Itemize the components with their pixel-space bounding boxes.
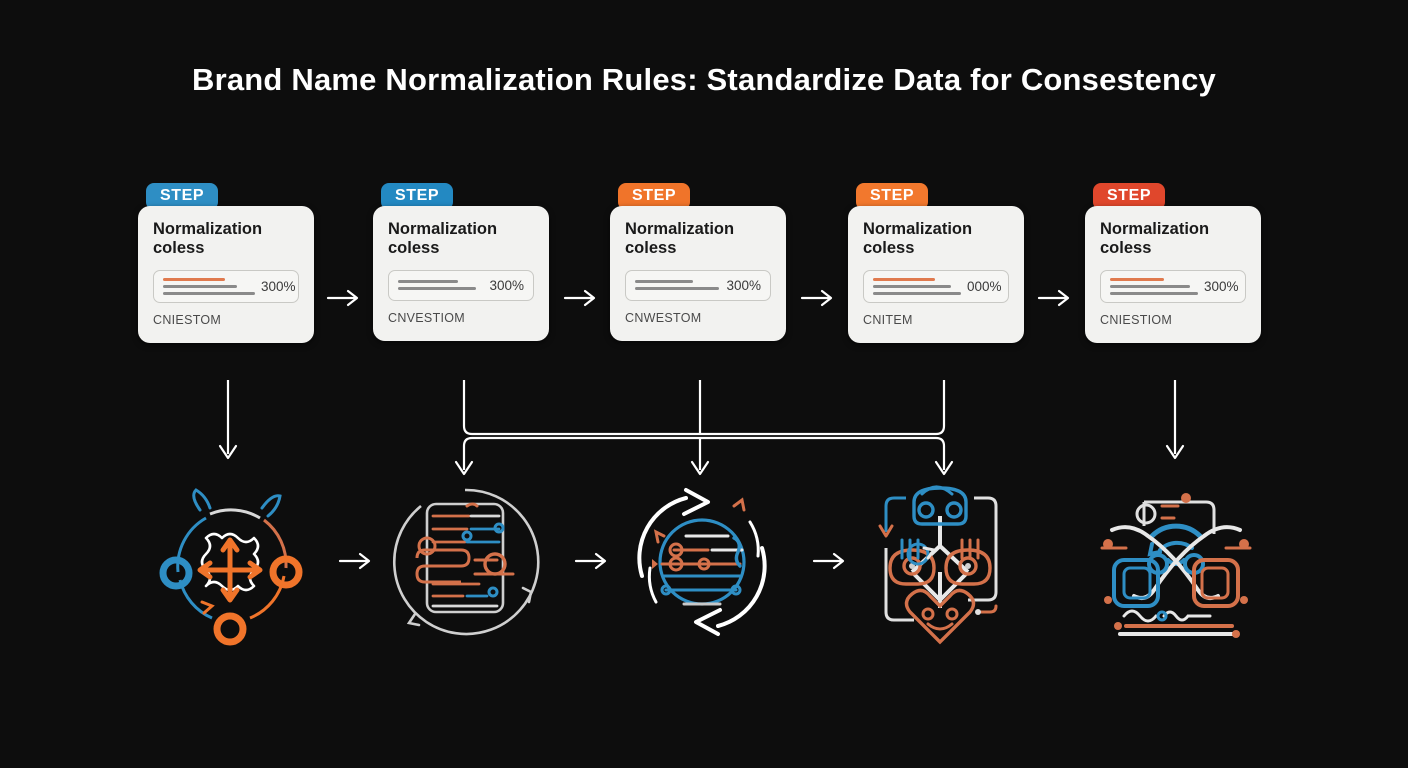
step-badge: STEP <box>381 183 454 210</box>
step-card-footer: CNIESTOM <box>153 312 222 327</box>
step-card-body[interactable]: Normalization coless 300% CNVESTIOM <box>373 206 549 341</box>
step-card-footer: CNITEM <box>863 312 913 327</box>
step-card-2[interactable]: STEP Normalization coless 300% CNVESTIOM <box>373 183 549 341</box>
step-meter-bar <box>873 277 935 281</box>
card-arrow-3-4 <box>800 287 838 309</box>
card-arrow-4-5 <box>1037 287 1075 309</box>
step-meter: 300% <box>153 269 299 303</box>
step-meter-bar <box>635 287 719 291</box>
step-card-body[interactable]: Normalization coless 300% CNIESTOM <box>138 206 314 343</box>
step-badge: STEP <box>618 183 691 210</box>
step-meter-bar <box>873 291 961 295</box>
step-meter-bars <box>163 277 255 295</box>
step-badge: STEP <box>856 183 929 210</box>
node-network-icon <box>850 472 1030 652</box>
step-meter-value: 300% <box>1204 278 1239 294</box>
step-meter-bar <box>1110 277 1164 281</box>
step-meter-bar <box>163 291 255 295</box>
step-card-body[interactable]: Normalization coless 000% CNITEM <box>848 206 1024 343</box>
step-meter-bar <box>873 284 951 288</box>
step-card-row: STEP Normalization coless 300% CNIESTOM … <box>0 183 1408 383</box>
step-card-1[interactable]: STEP Normalization coless 300% CNIESTOM <box>138 183 314 343</box>
step-card-title: Normalization coless <box>388 220 498 257</box>
step-card-3[interactable]: STEP Normalization coless 300% CNWESTOM <box>610 183 786 341</box>
step-meter-bars <box>1110 277 1198 295</box>
step-card-title: Normalization coless <box>625 220 735 257</box>
step-meter: 300% <box>388 269 534 301</box>
data-list-cycle-icon <box>375 472 555 652</box>
step-meter-bar <box>398 280 458 284</box>
step-card-footer: CNIESTIOM <box>1100 312 1173 327</box>
step-meter: 300% <box>625 269 771 301</box>
step-meter-bar <box>163 277 225 281</box>
step-badge: STEP <box>1093 183 1166 210</box>
connector-step-1-down <box>218 380 238 460</box>
step-card-title: Normalization coless <box>1100 220 1210 257</box>
step-meter-bars <box>873 277 961 295</box>
step-card-body[interactable]: Normalization coless 300% CNIESTIOM <box>1085 206 1261 343</box>
page-title: Brand Name Normalization Rules: Standard… <box>192 62 1216 97</box>
step-card-4[interactable]: STEP Normalization coless 000% CNITEM <box>848 183 1024 343</box>
connector-step-5-down <box>1165 380 1185 460</box>
step-meter-value: 000% <box>967 278 1002 294</box>
step-meter: 000% <box>863 269 1009 303</box>
step-card-body[interactable]: Normalization coless 300% CNWESTOM <box>610 206 786 341</box>
step-card-title: Normalization coless <box>863 220 973 257</box>
step-meter-bar <box>1110 284 1190 288</box>
step-meter-bar <box>163 284 237 288</box>
step-card-5[interactable]: STEP Normalization coless 300% CNIESTIOM <box>1085 183 1261 343</box>
card-arrow-1-2 <box>326 287 364 309</box>
sync-refresh-icon <box>612 472 792 652</box>
step-meter-bar <box>1110 291 1198 295</box>
step-meter-value: 300% <box>726 277 761 293</box>
step-card-footer: CNWESTOM <box>625 310 702 325</box>
step-meter-value: 300% <box>261 278 296 294</box>
connector-bus-merge <box>454 380 954 476</box>
step-meter-bars <box>398 280 476 291</box>
step-card-footer: CNVESTIOM <box>388 310 466 325</box>
step-badge: STEP <box>146 183 219 210</box>
icon-arrow-3-4 <box>812 550 850 572</box>
connector-layer <box>218 380 1185 476</box>
icon-row <box>0 472 1408 652</box>
card-arrow-2-3 <box>563 287 601 309</box>
icon-arrow-1-2 <box>338 550 376 572</box>
step-meter-bars <box>635 280 719 291</box>
step-meter-bar <box>635 280 693 284</box>
crossover-mapping-icon <box>1086 472 1266 652</box>
step-card-title: Normalization coless <box>153 220 263 257</box>
step-meter: 300% <box>1100 269 1246 303</box>
step-meter-value: 300% <box>489 277 524 293</box>
step-meter-bar <box>398 287 476 291</box>
cycle-expand-icon <box>140 472 320 652</box>
icon-arrow-2-3 <box>574 550 612 572</box>
